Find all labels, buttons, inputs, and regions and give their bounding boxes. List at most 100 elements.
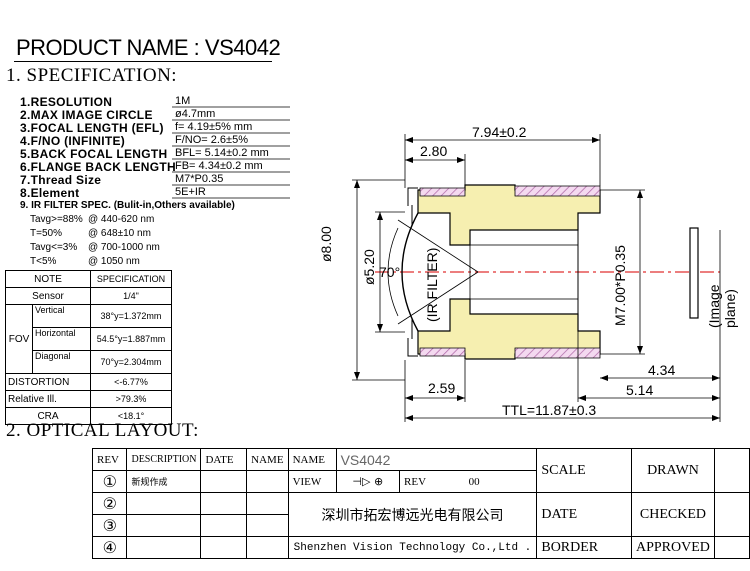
rev-1: ①: [91, 470, 128, 493]
ir-key: Tavg>=88%: [30, 214, 83, 225]
lens-body-lower: [417, 298, 601, 360]
checked-label: CHECKED: [631, 492, 715, 537]
company-name-en: Shenzhen Vision Technology Co.,Ltd .: [287, 536, 538, 559]
spec-value: ø4.7mm: [175, 108, 216, 120]
ir-row: T=50% @ 648±10 nm: [30, 228, 151, 239]
ir-value: @ 440-620 nm: [88, 214, 155, 225]
front-lens-curve: [401, 212, 419, 332]
image-plane: [689, 227, 699, 319]
spec-label: 6.FLANGE BACK LENGTH: [20, 160, 176, 174]
spec-label: 2.MAX IMAGE CIRCLE: [20, 108, 153, 122]
lens-body-upper: [417, 184, 601, 246]
rev-value: 00: [468, 475, 480, 488]
image-plane-label: (Image plane): [706, 284, 738, 328]
spec-row: 6.FLANGE BACK LENGTH FB= 4.34±0.2 mm: [20, 160, 290, 174]
rev-label: REV: [404, 475, 426, 488]
spec-rules: [172, 106, 290, 199]
checked-sign: [713, 492, 750, 537]
description-header: DESCRIPTION: [126, 448, 202, 471]
rev-2: ②: [91, 492, 128, 515]
rev-field: REV 00: [399, 470, 538, 493]
rev-4: ④: [91, 536, 128, 559]
field-angle: 70°: [379, 264, 401, 280]
rev-2-date: [200, 492, 248, 515]
dim-total-length: 7.94±0.2: [472, 124, 527, 140]
section-specification: 1. SPECIFICATION:: [6, 65, 178, 86]
title-underline: [14, 61, 272, 62]
rev-header: REV: [91, 448, 128, 471]
ir-key: Tavg<=3%: [30, 242, 78, 253]
date-header: DATE: [200, 448, 248, 471]
dim-back-focal: 5.14: [626, 382, 654, 398]
title-block: REV DESCRIPTION DATE NAME NAME VS4042 SC…: [91, 448, 750, 559]
rev-2-description: [126, 492, 202, 515]
name-header: NAME: [246, 448, 289, 471]
ir-row: Tavg>=88% @ 440-620 nm: [30, 214, 154, 225]
rev-1-date: [200, 470, 248, 493]
dim-ttl: TTL=11.87±0.3: [502, 402, 597, 418]
ir-value: @ 700-1000 nm: [88, 242, 160, 253]
spec-row: 5.BACK FOCAL LENGTH BFL= 5.14±0.2 mm: [20, 147, 290, 161]
rev-3-description: [126, 514, 202, 537]
spec-value: 1M: [175, 95, 191, 107]
spec-value: FB= 4.34±0.2 mm: [175, 160, 263, 172]
ir-key: T<5%: [30, 256, 57, 267]
rev-1-name: [246, 470, 289, 493]
spec-row: 8.Element 5E+IR: [20, 186, 290, 200]
fov-value: 54.5°y=1.887mm: [90, 327, 172, 351]
spec-value: 5E+IR: [175, 186, 206, 198]
product-title: PRODUCT NAME : VS4042: [16, 35, 281, 60]
ir-value: @ 1050 nm: [88, 256, 140, 267]
fov-key: Diagonal: [32, 350, 91, 374]
spec-label: 8.Element: [20, 186, 80, 200]
thread-size-label: M7.00*P0.35: [612, 245, 628, 326]
rev-2-name: [246, 492, 289, 515]
rev-4-name: [246, 536, 289, 559]
spec-label: 4.F/NO (INFINITE): [20, 134, 126, 148]
ir-row: T<5% @ 1050 nm: [30, 256, 140, 267]
spec-value: M7*P0.35: [175, 173, 224, 185]
approved-label: APPROVED: [631, 536, 715, 559]
dim-inner-diameter: ø5.20: [361, 249, 377, 285]
dim-front-length: 2.80: [420, 143, 448, 159]
fov-key: Horizontal: [32, 327, 91, 351]
section-optical-layout: 2. OPTICAL LAYOUT:: [6, 420, 199, 441]
company-name-cn: 深圳市拓宏博远光电有限公司: [287, 492, 538, 537]
spec-row: 2.MAX IMAGE CIRCLE ø4.7mm: [20, 108, 290, 122]
spec-value: BFL= 5.14±0.2 mm: [175, 147, 269, 159]
spec-row: 3.FOCAL LENGTH (EFL) f= 4.19±5% mm: [20, 121, 290, 135]
view-label: VIEW: [287, 470, 337, 493]
cra-label: CRA: [5, 407, 91, 425]
lens-drawing: [352, 134, 721, 422]
dim-front-offset: 2.59: [428, 380, 456, 396]
spec-row: 4.F/NO (INFINITE) F/NO= 2.6±5%: [20, 134, 290, 148]
ir-row: Tavg<=3% @ 700-1000 nm: [30, 242, 160, 253]
cra-value: <18.1°: [90, 407, 172, 425]
rev-3-date: [200, 514, 248, 537]
rev-4-description: [126, 536, 202, 559]
border-label: BORDER: [536, 536, 632, 559]
spec-label: 3.FOCAL LENGTH (EFL): [20, 121, 164, 135]
rev-3: ③: [91, 514, 128, 537]
ir-filter-label: (IR FILTER): [424, 247, 440, 322]
ir-filter-heading: 9. IR FILTER SPEC. (Bulit-in,Others avai…: [20, 200, 235, 211]
rev-1-description: 新规作成: [126, 470, 202, 493]
ir-value: @ 648±10 nm: [88, 228, 151, 239]
fov-value: 70°y=2.304mm: [90, 350, 172, 374]
spec-label: 7.Thread Size: [20, 173, 102, 187]
rev-3-name: [246, 514, 289, 537]
name-label: NAME: [287, 448, 337, 471]
dim-flange-back: 4.34: [648, 362, 676, 378]
view-symbol: ⊣▷ ⊕: [335, 470, 401, 493]
spec-value: F/NO= 2.6±5%: [175, 134, 248, 146]
name-value: VS4042: [335, 448, 538, 471]
scale-label: SCALE: [536, 448, 632, 493]
drawn-sign: [713, 448, 750, 493]
drawn-label: DRAWN: [631, 448, 715, 493]
approved-sign: [713, 536, 750, 559]
spec-row: 7.Thread Size M7*P0.35: [20, 173, 290, 187]
spec-label: 5.BACK FOCAL LENGTH: [20, 147, 168, 161]
rev-4-date: [200, 536, 248, 559]
fov-label: FOV: [5, 304, 33, 374]
note-table: NOTE SPECIFICATION Sensor 1/4" FOV Verti…: [5, 270, 172, 425]
